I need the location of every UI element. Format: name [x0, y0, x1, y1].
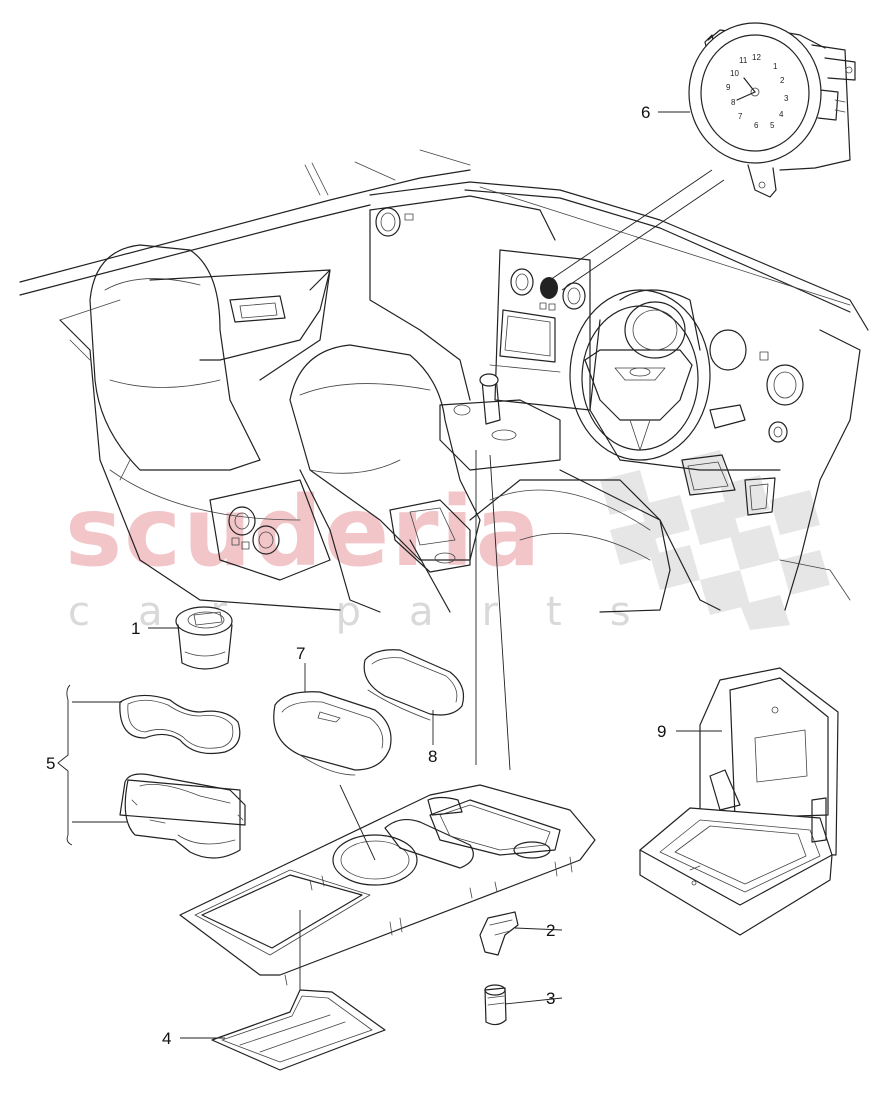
clock-number-3: 3	[784, 94, 789, 103]
clock-number-2: 2	[780, 76, 785, 85]
part-7-armrest-lid	[273, 691, 392, 776]
part-1-ashtray-insert	[175, 606, 233, 670]
watermark: scuderia car parts	[65, 450, 830, 635]
callout-5: 5	[46, 754, 55, 773]
clock-number-9: 9	[726, 83, 731, 92]
clock-numbers: 12 1 2 3 4 5 6 7 8 9 10 11	[726, 53, 789, 130]
callout-1: 1	[131, 619, 140, 638]
part-4-rubber-mat	[211, 989, 386, 1071]
callout-3: 3	[546, 989, 555, 1008]
clock-number-8: 8	[731, 98, 736, 107]
callout-7: 7	[296, 644, 305, 663]
part-3-bulb	[484, 984, 507, 1026]
callout-4: 4	[162, 1029, 171, 1048]
leader-lines	[57, 111, 722, 1039]
callout-9: 9	[657, 722, 666, 741]
part-5-cupholder-assembly	[119, 694, 246, 859]
callout-2: 2	[546, 921, 555, 940]
console-trim-panel	[179, 784, 596, 986]
interior-overview	[19, 149, 869, 613]
watermark-brand: scuderia	[65, 476, 542, 588]
clock-number-6: 6	[754, 121, 759, 130]
callout-labels: 1 2 3 4 5 6 7 8 9	[46, 103, 666, 1048]
clock-number-5: 5	[770, 121, 775, 130]
clock-number-10: 10	[730, 69, 739, 78]
part-6-analog-clock: 12 1 2 3 4 5 6 7 8 9 10 11	[688, 22, 856, 198]
part-2-clip	[479, 911, 519, 956]
clock-number-4: 4	[779, 110, 784, 119]
callout-6: 6	[641, 103, 650, 122]
clock-number-7: 7	[738, 112, 743, 121]
clock-number-1: 1	[773, 62, 778, 71]
checkered-flag-watermark	[600, 450, 830, 630]
callout-8: 8	[428, 747, 437, 766]
clock-number-11: 11	[739, 56, 748, 65]
part-9-storage-box	[639, 667, 839, 936]
part-8-cover-pad	[363, 649, 465, 721]
clock-number-12: 12	[752, 53, 761, 62]
